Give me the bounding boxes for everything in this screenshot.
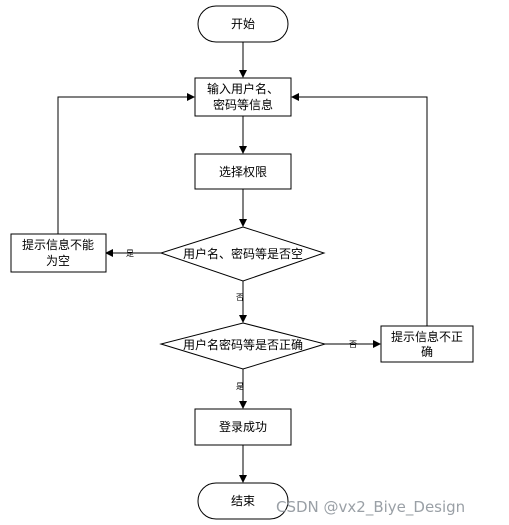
start-label: 开始: [231, 17, 255, 31]
hint-incorrect-label-line1: 提示信息不正: [391, 329, 463, 344]
edge-correct-yes-label: 是: [236, 382, 244, 391]
edge-hint-incorrect-back: [291, 93, 428, 326]
check-empty-label: 用户名、密码等是否空: [183, 246, 303, 261]
watermark-text: CSDN @vx2_Biye_Design: [276, 498, 465, 517]
end-label: 结束: [231, 494, 255, 508]
hint-incorrect-label-line2: 确: [421, 345, 433, 359]
hint-empty-label-line1: 提示信息不能: [22, 237, 94, 252]
edge-empty-no-label: 否: [236, 293, 244, 302]
hint-empty-label-line2: 为空: [46, 254, 70, 268]
edge-empty-yes-label: 是: [126, 249, 134, 258]
input-credentials-box: [194, 77, 292, 117]
end-terminal: [197, 482, 289, 520]
input-credentials-label-line2: 密码等信息: [213, 97, 273, 112]
check-correct-label: 用户名密码等是否正确: [183, 337, 303, 352]
select-permission-label: 选择权限: [219, 165, 267, 179]
edge-hint-empty-back: [57, 93, 195, 234]
login-success-box: [194, 408, 292, 446]
edge-correct-no-label: 否: [349, 340, 357, 349]
hint-incorrect-box: [380, 325, 474, 363]
input-credentials-label-line1: 输入用户名、: [207, 81, 279, 96]
login-success-label: 登录成功: [219, 419, 267, 434]
